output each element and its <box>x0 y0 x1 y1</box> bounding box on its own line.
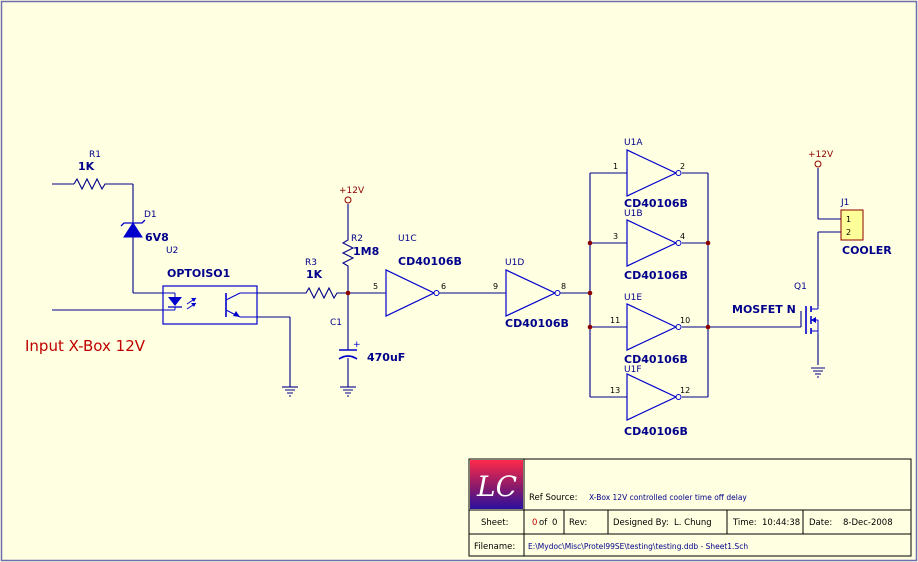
time-label: Time: <box>732 518 757 528</box>
u1c-ref: U1C <box>398 234 417 244</box>
connector-j1: +12V 1 2 J1 COOLER <box>808 150 892 257</box>
c1-ref: C1 <box>330 318 342 328</box>
c1-value: 470uF <box>367 351 405 364</box>
u1c-pin-out: 6 <box>441 282 446 291</box>
ground-symbol <box>343 389 353 397</box>
date-label: Date: <box>809 518 832 528</box>
title-block <box>468 458 912 557</box>
filename-label: Filename: <box>474 542 515 552</box>
logo: LC <box>470 460 523 509</box>
resistor-r2: +12V R2 1M8 <box>339 186 379 270</box>
j1-supply: +12V <box>808 150 834 160</box>
c1-polarity: + <box>353 340 361 350</box>
u1e-pin-out: 10 <box>680 316 690 325</box>
u1e-pin-in: 11 <box>610 316 620 325</box>
j1-ref: J1 <box>840 198 849 208</box>
input-label: Input X-Box 12V <box>25 337 146 355</box>
ref-source-value: X-Box 12V controlled cooler time off del… <box>589 493 747 502</box>
u1f-pin-out: 12 <box>680 386 690 395</box>
r2-ref: R2 <box>351 234 363 244</box>
wires <box>52 168 841 398</box>
u1a-pin-out: 2 <box>680 162 685 171</box>
q1-value: MOSFET N <box>732 303 796 316</box>
u1b-pin-in: 3 <box>613 232 618 241</box>
inverter-u1e: 11 10 U1E CD40106B <box>610 293 690 366</box>
j1-pin2: 2 <box>846 228 851 237</box>
r1-value: 1K <box>78 160 95 173</box>
r1-ref: R1 <box>89 150 101 160</box>
filename-value: E:\Mydoc\Misc\Protel99SE\testing\testing… <box>528 542 748 551</box>
j1-value: COOLER <box>842 244 892 257</box>
u1d-ref: U1D <box>505 258 524 268</box>
u1b-value: CD40106B <box>624 269 688 282</box>
sheet-total: 0 <box>552 518 557 528</box>
u1d-pin-out: 8 <box>561 282 566 291</box>
sheet-of: of <box>539 518 548 528</box>
r2-supply: +12V <box>339 186 365 196</box>
u1a-pin-in: 1 <box>613 162 618 171</box>
inverter-u1a: 1 2 U1A CD40106B <box>613 138 688 210</box>
logo-text: LC <box>476 470 517 503</box>
u1a-value: CD40106B <box>624 197 688 210</box>
ref-source-label: Ref Source: <box>529 493 578 503</box>
sheet-label: Sheet: <box>481 518 508 528</box>
u1b-pin-out: 4 <box>680 232 685 241</box>
junctions <box>345 240 711 330</box>
d1-value: 6V8 <box>145 231 169 244</box>
u1c-value: CD40106B <box>398 255 462 268</box>
q1-ref: Q1 <box>794 282 807 292</box>
resistor-r1: R1 1K <box>73 150 108 191</box>
designed-by-label: Designed By: <box>613 518 669 528</box>
r2-value: 1M8 <box>353 245 379 258</box>
rev-label: Rev: <box>569 518 587 528</box>
u1f-ref: U1F <box>624 365 642 375</box>
u1e-ref: U1E <box>624 293 642 303</box>
designed-by-value: L. Chung <box>674 518 712 528</box>
r3-value: 1K <box>306 268 323 281</box>
inverter-u1f: 13 12 U1F CD40106B <box>610 365 690 438</box>
mosfet-q1: Q1 MOSFET N <box>732 282 819 334</box>
date-value: 8-Dec-2008 <box>843 518 893 528</box>
j1-pin1: 1 <box>846 215 851 224</box>
u1a-ref: U1A <box>624 138 643 148</box>
u1f-pin-in: 13 <box>610 386 620 395</box>
time-value: 10:44:38 <box>762 518 800 528</box>
u1c-pin-in: 5 <box>373 282 378 291</box>
ground-symbol <box>811 367 825 378</box>
d1-ref: D1 <box>144 210 157 220</box>
optoisolator-u2: U2 OPTOISO1 <box>162 246 258 325</box>
resistor-r3: R3 1K <box>290 258 340 300</box>
inverter-u1c: 5 6 U1C CD40106B <box>373 234 462 317</box>
u1d-pin-in: 9 <box>493 282 498 291</box>
capacitor-c1: + C1 470uF <box>330 318 405 364</box>
r3-ref: R3 <box>305 258 317 268</box>
u1e-value: CD40106B <box>624 353 688 366</box>
u2-ref: U2 <box>166 246 178 256</box>
inverter-u1d: 9 8 U1D CD40106B <box>493 258 569 330</box>
u1f-value: CD40106B <box>624 425 688 438</box>
ground-symbol <box>285 389 295 397</box>
u2-value: OPTOISO1 <box>167 267 230 280</box>
sheet-number: 0 <box>532 518 537 528</box>
inverter-u1b: 3 4 U1B CD40106B <box>613 209 688 282</box>
u1b-ref: U1B <box>624 209 643 219</box>
zener-d1: D1 6V8 <box>120 210 169 244</box>
u1d-value: CD40106B <box>505 317 569 330</box>
